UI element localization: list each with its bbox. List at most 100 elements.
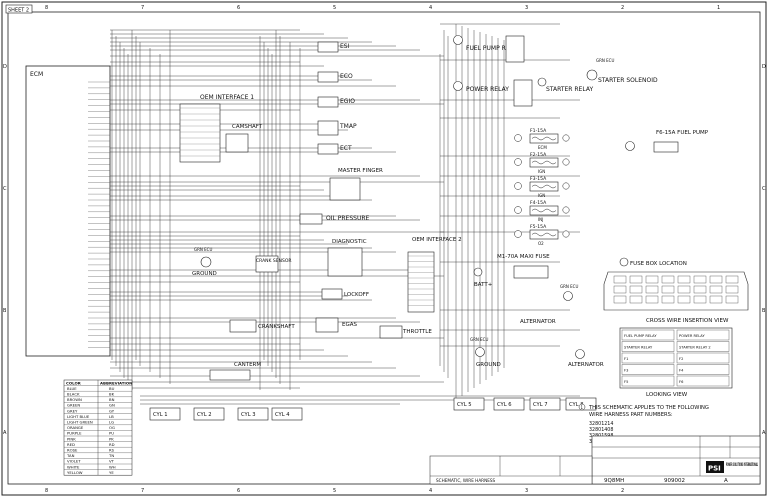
fuse-slot (613, 275, 627, 284)
interface2-pins (408, 255, 434, 306)
ecm-outline (25, 65, 111, 357)
ect-box (317, 143, 339, 155)
cross-section-cell (676, 364, 730, 375)
fuse-element (531, 232, 557, 237)
maxi-fuse-label: M1-70A MAXI FUSE (497, 254, 550, 260)
coil-label: CYL 8 (569, 402, 584, 408)
fuse-sub-label: O2 (538, 241, 544, 246)
grid-col: 4 (429, 488, 432, 494)
camshaft-sensor: CAMSHAFT (225, 124, 263, 153)
coil-box (529, 397, 561, 411)
color-table-cell: LG (109, 420, 114, 425)
starter-solenoid: STARTER SOLENOID GRN ECU (586, 58, 658, 84)
fuel-pump-label: F6-15A FUEL PUMP (656, 130, 709, 136)
egas-label: EGAS (342, 322, 357, 328)
color-table-cell: PK (109, 436, 114, 441)
color-table-cell: BLUE (67, 386, 77, 391)
fuse-slot (661, 285, 675, 294)
color-table-cell: BROWN (67, 397, 82, 402)
lockoff-label: LOCKOFF (344, 292, 369, 298)
doc-number: 9Q8MH (604, 478, 624, 484)
fuse-marker (514, 134, 522, 142)
color-table-cell: LIGHT BLUE (67, 414, 90, 419)
oil-pressure: OIL PRESSURE (299, 213, 369, 225)
master-finger-box (329, 177, 361, 201)
ground-2-symbol (475, 347, 485, 357)
fuse-marker (562, 158, 570, 166)
coil-box (453, 397, 485, 411)
fuse-marker (514, 182, 522, 190)
grid-col: 2 (621, 488, 624, 494)
egas-connector: EGAS (315, 317, 357, 333)
fuse-slot (693, 275, 707, 284)
drawing-frame (7, 11, 761, 485)
egio-connector: EGIO (317, 96, 355, 108)
grid-row: D (762, 64, 766, 70)
grid-row: B (3, 308, 7, 314)
interface1-box (179, 103, 221, 163)
color-table-cell: RD (109, 442, 115, 447)
fuse-marker (562, 134, 570, 142)
interface1-label: OEM INTERFACE 1 (200, 94, 254, 101)
fuse-label: F5-15A (530, 224, 547, 230)
cross-section-cell (621, 341, 675, 352)
grid-col: 7 (141, 5, 144, 11)
cross-section-title: CROSS WIRE INSERTION VIEW (646, 318, 729, 324)
oem-interface-2: OEM INTERFACE 2 (407, 237, 462, 313)
alternator-2-symbol (575, 349, 585, 359)
eco-label: ECO (340, 73, 353, 80)
esi-connector: ESI (317, 41, 350, 53)
color-table-cell: ORANGE (67, 425, 84, 430)
grid-col: 8 (45, 488, 48, 494)
fuse-label: F4-15A (530, 200, 547, 206)
coil-box (193, 407, 225, 421)
alternator-label-2: ALTERNATOR (568, 362, 604, 368)
cross-section-cell-label: STARTER RELAY 2 (679, 345, 711, 349)
fuse-slot (709, 275, 723, 284)
fuse-sub-label: IGN (538, 169, 545, 174)
cross-section-cell-label: FUEL PUMP RELAY (624, 334, 657, 338)
tmap-label: TMAP (339, 123, 357, 130)
fuel-pump-relay-symbol (453, 35, 463, 45)
psi-logo: PSI (708, 465, 721, 473)
tmap-box (317, 120, 339, 136)
ect-label: ECT (340, 145, 352, 152)
ground-1-symbol (200, 256, 212, 268)
color-table-cell: PU (109, 431, 114, 436)
fuse-slot (661, 275, 675, 284)
color-table-cell: BLACK (67, 392, 80, 397)
egio-box (317, 96, 339, 108)
camshaft-box (225, 133, 249, 153)
grid-col: 5 (333, 5, 336, 11)
title-block: PSI POWER SOLUTIONS INTERNATIONAL 9Q8MH … (429, 435, 761, 485)
fuse-sub-label: IGN (538, 193, 545, 198)
power-relay-box (513, 79, 533, 107)
fuse-box-grid (613, 275, 739, 304)
color-table-cell: RS (109, 448, 115, 453)
wire-harness (110, 23, 580, 405)
cross-section-view: CROSS WIRE INSERTION VIEW FUEL PUMP RELA… (619, 318, 733, 398)
fuse-element (531, 184, 557, 189)
color-table-cell: YE (109, 470, 114, 475)
camshaft-label: CAMSHAFT (232, 124, 263, 130)
cross-section-cell (621, 364, 675, 375)
grid-col: 2 (621, 5, 624, 11)
fuel-pump-relay-label: FUEL PUMP RELAY (466, 45, 521, 52)
cross-section-cell (676, 329, 730, 341)
throttle-box (379, 325, 403, 339)
note-line-1: THIS SCHEMATIC APPLIES TO THE FOLLOWING (588, 405, 709, 411)
coil-label: CYL 3 (241, 412, 256, 418)
fuel-pump: F6-15A FUEL PUMP (625, 130, 709, 153)
ecm-pin-column (88, 81, 110, 348)
grid-col: 7 (141, 488, 144, 494)
grid-col: 4 (429, 5, 432, 11)
color-table-cell: YELLOW (67, 470, 83, 475)
color-table-cell: VT (109, 459, 115, 464)
ground-1-label: GROUND (192, 271, 217, 277)
fuse-box-location: FUSE BOX LOCATION (603, 257, 749, 311)
fuse-slot (677, 275, 691, 284)
fuse-slot (629, 295, 643, 304)
batt-symbol (473, 267, 483, 277)
color-table-cell: TAN (66, 453, 75, 458)
